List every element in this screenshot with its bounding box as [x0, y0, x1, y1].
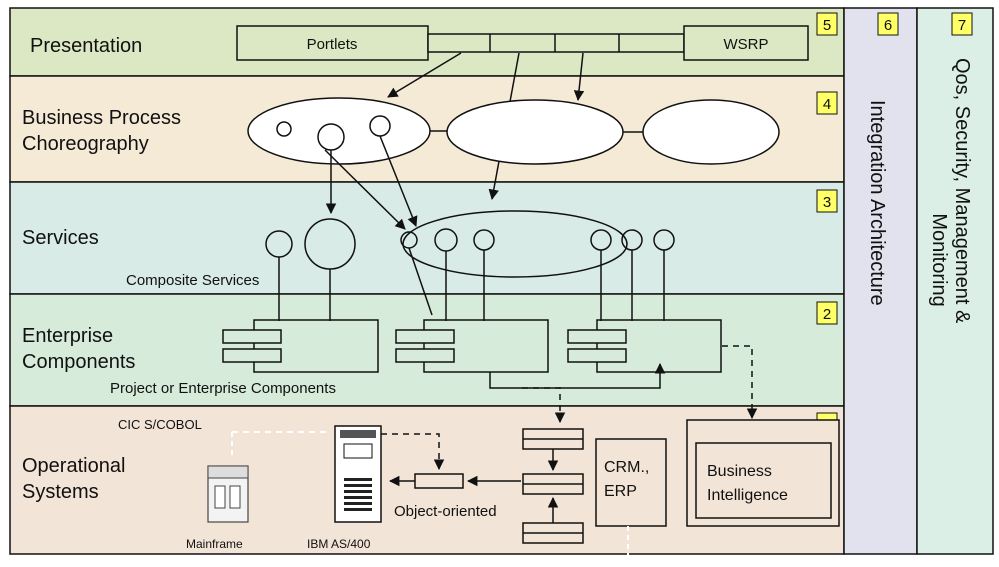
layer-title-choreography-line2: Choreography	[22, 133, 149, 155]
project-components-label: Project or Enterprise Components	[110, 380, 336, 397]
layer-band-services	[9, 181, 845, 295]
svg-text:3: 3	[823, 194, 831, 211]
process-flow	[247, 97, 780, 165]
services-group	[265, 210, 675, 321]
svg-text:7: 7	[958, 17, 966, 34]
layer-title-choreography-line1: Business Process	[22, 107, 181, 129]
layer-title-components-line1: Enterprise	[22, 325, 113, 347]
component-3	[567, 319, 722, 373]
layer-title-presentation: Presentation	[30, 35, 142, 57]
business-intelligence-box: Business Intelligence	[686, 419, 840, 527]
qos-security-label-line1: Qos, Security, Management &	[951, 58, 973, 324]
wsrp-label: WSRP	[724, 36, 769, 53]
choreography-arrows	[324, 135, 418, 230]
svg-text:2: 2	[823, 306, 831, 323]
badge-layer-2: 2	[816, 301, 838, 325]
layer-title-services: Services	[22, 227, 99, 249]
composite-services-label: Composite Services	[126, 272, 259, 289]
crm-erp-box: CRM., ERP	[595, 438, 667, 527]
object-oriented-link	[381, 433, 521, 489]
portlets-label: Portlets	[307, 36, 358, 53]
badge-column-7: 7	[951, 12, 973, 36]
cics-cobol-label: CIC S/COBOL	[118, 417, 202, 432]
svg-text:CRM.,: CRM.,	[604, 459, 649, 476]
layer-title-operational-line1: Operational	[22, 455, 125, 477]
operational-stack	[522, 428, 584, 544]
badge-layer-3: 3	[816, 189, 838, 213]
svg-text:ERP: ERP	[604, 483, 637, 500]
qos-security-label-line2: Monitoring	[928, 213, 950, 306]
badge-layer-4: 4	[816, 91, 838, 115]
component-2	[395, 319, 549, 373]
integration-architecture-label: Integration Architecture	[866, 100, 888, 306]
layer-title-operational-line2: Systems	[22, 481, 99, 503]
badge-layer-5: 5	[816, 12, 838, 36]
svg-text:4: 4	[823, 96, 831, 113]
svg-text:Business: Business	[707, 463, 772, 480]
column-qos-security	[916, 7, 994, 555]
badge-column-6: 6	[877, 12, 899, 36]
column-integration-architecture	[843, 7, 918, 555]
mainframe-icon	[207, 465, 249, 523]
portlet-bar: Portlets WSRP	[236, 25, 809, 61]
svg-text:Intelligence: Intelligence	[707, 487, 788, 504]
component-connectors	[489, 345, 758, 424]
component-1	[222, 319, 379, 373]
svg-text:5: 5	[823, 17, 831, 34]
as400-label: IBM AS/400	[307, 537, 371, 551]
mainframe-label: Mainframe	[186, 537, 243, 551]
as400-icon	[334, 425, 382, 523]
object-oriented-label: Object-oriented	[394, 503, 497, 520]
svg-text:6: 6	[884, 17, 892, 34]
layer-title-components-line2: Components	[22, 351, 135, 373]
